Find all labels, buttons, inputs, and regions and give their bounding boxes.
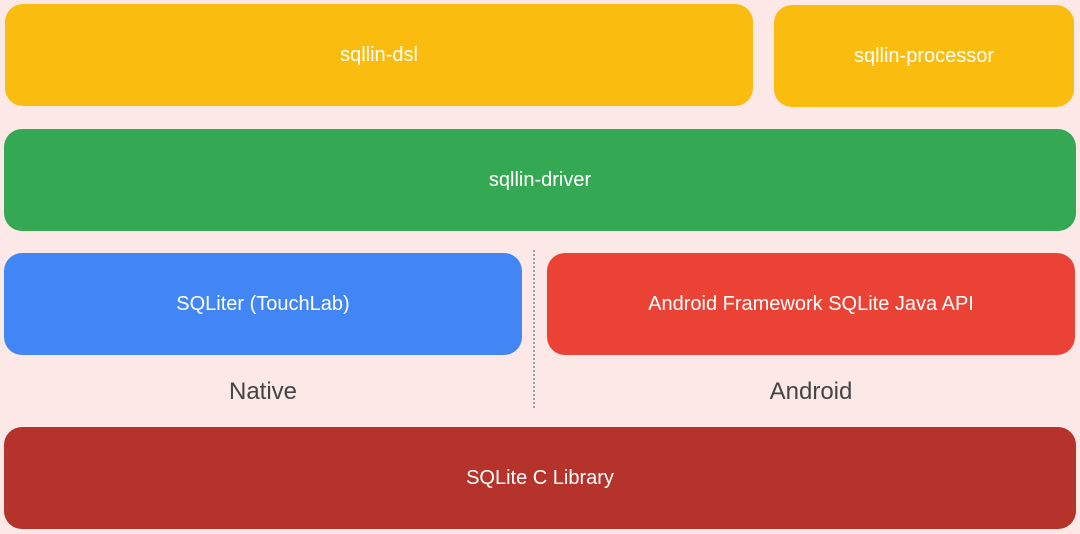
sqllin-driver-label: sqllin-driver: [488, 168, 592, 191]
sqllin-processor-block: sqllin-processor: [774, 5, 1074, 107]
android-framework-api-label: Android Framework SQLite Java API: [648, 292, 974, 315]
native-platform-label: Native: [228, 378, 298, 405]
sqliter-block: SQLiter (TouchLab): [4, 253, 522, 355]
android-platform-label: Android: [769, 378, 853, 405]
android-framework-api-block: Android Framework SQLite Java API: [547, 253, 1075, 355]
sqllin-dsl-label: sqllin-dsl: [340, 43, 418, 66]
sqllin-dsl-block: sqllin-dsl: [5, 4, 753, 106]
sqllin-driver-block: sqllin-driver: [4, 129, 1076, 231]
platform-divider: [533, 250, 535, 408]
sqlite-c-library-block: SQLite C Library: [4, 427, 1076, 529]
sqlite-c-library-label: SQLite C Library: [466, 466, 614, 489]
sqllin-processor-label: sqllin-processor: [853, 44, 995, 67]
sqliter-label: SQLiter (TouchLab): [176, 292, 350, 315]
